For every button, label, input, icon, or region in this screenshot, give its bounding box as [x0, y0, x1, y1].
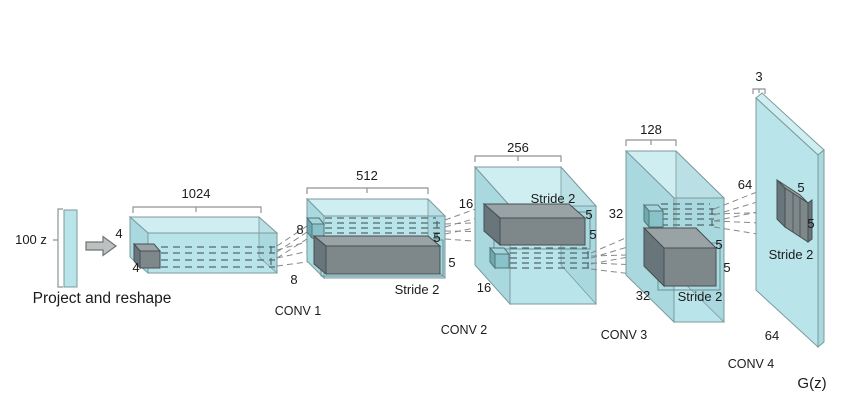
layer2-conv1-block: 512 8 8 5 5 Stride 2 CONV 1 [275, 168, 456, 318]
layer2-filter-front [325, 245, 441, 275]
project-reshape-caption: Project and reshape [33, 290, 172, 307]
layer2-size-bottom-label: 8 [290, 272, 297, 287]
layer4-depth-label: 128 [640, 122, 662, 137]
layer2-top-face [305, 198, 447, 217]
output-label: G(z) [797, 375, 826, 392]
layer1-top-face [128, 216, 279, 234]
layer3-depth-label: 256 [507, 140, 529, 155]
layer2-kernel-w-label: 5 [448, 255, 455, 270]
layer5-depth-bracket [752, 88, 766, 94]
layer2-stride-label: Stride 2 [395, 282, 440, 297]
layer1-filter-cube-front [139, 250, 161, 269]
layer3-size-top-label: 16 [459, 196, 473, 211]
layer2-kernel-h-label: 5 [433, 230, 440, 245]
layer4-proj-cube-front [648, 210, 664, 228]
layer4-depth-bracket [625, 139, 677, 146]
layer1-right-face [258, 216, 278, 274]
input-vector-group: 100 z Project and reshape [15, 208, 172, 307]
layer5-size-bottom-label: 64 [765, 328, 779, 343]
layer5-stride-label: Stride 2 [769, 247, 814, 262]
layer3-size-bottom-label: 16 [477, 280, 491, 295]
layer5-size-top-label: 64 [738, 177, 752, 192]
layer5-kernel-h-label: 5 [797, 180, 804, 195]
layer4-conv3-block: 128 32 32 5 5 Stride 2 CONV 3 [601, 122, 731, 342]
layer3-name-label: CONV 2 [441, 323, 488, 337]
layer3-conv2-block: 256 16 16 Stride 2 5 5 CONV 2 [441, 140, 598, 337]
layer5-output-slab: 3 64 64 5 5 Stride 2 CONV 4 G(z) [728, 69, 827, 392]
layer4-filter-front [663, 247, 717, 287]
layer2-size-top-label: 8 [296, 222, 303, 237]
layer4-size-bottom-label: 32 [636, 288, 650, 303]
layer4-name-label: CONV 3 [601, 328, 648, 342]
layer5-depth-label: 3 [755, 69, 762, 84]
layer2-depth-label: 512 [356, 168, 378, 183]
layer2-name-label: CONV 1 [275, 304, 322, 318]
arrow-right-icon [85, 235, 118, 257]
layer3-kernel-h-label: 5 [585, 207, 592, 222]
layer4-kernel-w-label: 5 [723, 260, 730, 275]
layer4-kernel-h-label: 5 [715, 237, 722, 252]
layer2-filter-top [312, 235, 442, 247]
layer4-size-top-label: 32 [609, 206, 623, 221]
layer3-kernel-w-label: 5 [589, 227, 596, 242]
layer3-stride-label: Stride 2 [531, 191, 576, 206]
layer5-filter-slices [792, 193, 801, 237]
layer1-depth-label: 1024 [182, 186, 211, 201]
layer4-stride-label: Stride 2 [678, 289, 723, 304]
layer2-depth-bracket [306, 187, 429, 194]
layer5-right-face [817, 148, 825, 349]
layer3-proj-slab-dashed [510, 247, 591, 269]
layer5-kernel-w-label: 5 [807, 216, 814, 231]
layer3-filter-front [499, 217, 586, 246]
layer1-size-top-label: 4 [115, 226, 122, 241]
deconv-fan-2 [444, 205, 501, 244]
layer4-proj-slab-dashed [661, 203, 714, 226]
input-label: 100 z [15, 232, 47, 247]
layer1-project-block: 1024 4 4 [115, 186, 279, 275]
layer3-filter-top [482, 203, 587, 219]
layer1-depth-bracket [132, 206, 262, 213]
layer5-filter-side [776, 178, 786, 229]
layer5-name-label: CONV 4 [728, 357, 775, 371]
layer1-size-bottom-label: 4 [132, 260, 139, 275]
input-vector-bar [63, 209, 78, 288]
layer3-depth-bracket [474, 155, 562, 162]
layer3-proj-cube-front [494, 253, 510, 269]
input-brace [53, 208, 63, 288]
deconv-fan-4 [713, 183, 796, 241]
